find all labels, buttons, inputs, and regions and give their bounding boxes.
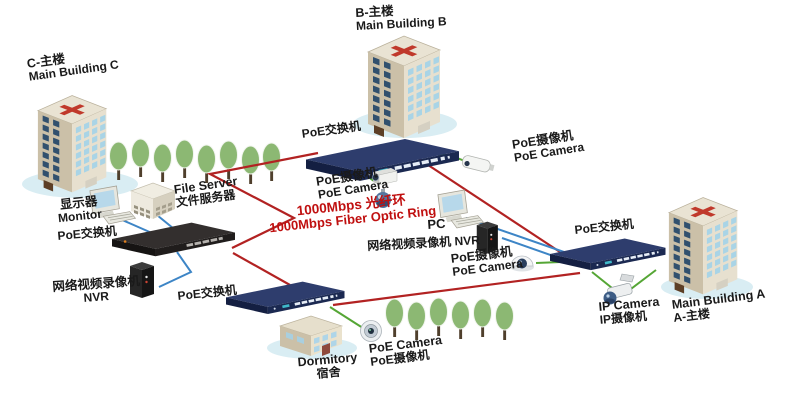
fiber-link-left-to-bottom [232, 252, 291, 286]
tree-icon [175, 139, 194, 179]
fiber-link-bottom-to-right [332, 271, 581, 307]
tree-icon [131, 138, 150, 178]
tree-icon [451, 300, 470, 340]
building-b-label: B-主楼 Main Building B [355, 1, 447, 33]
tree-icon [473, 298, 492, 338]
tree-icon [385, 298, 404, 338]
link-nvr-rightswitch [501, 237, 560, 259]
poe-switch-bottom-icon [226, 281, 345, 314]
poe-dome-camera-bottom-icon [360, 320, 382, 342]
fiber-link-top-to-left [206, 151, 319, 249]
tree-icon [153, 143, 172, 183]
poe-switch-right-icon [550, 238, 666, 271]
poe-bullet-camera-icon [460, 154, 496, 175]
link-rightswitch-ptz-1 [591, 271, 613, 289]
building-c-icon [37, 95, 107, 193]
ip-camera-label: IP Camera IP摄像机 [598, 295, 661, 328]
monitor-label: 显示器 Monitor [50, 193, 109, 226]
file-server-icon [130, 182, 176, 220]
building-a-icon [668, 197, 738, 295]
link-bottomswitch-domecam [329, 306, 367, 331]
tree-icon [495, 301, 514, 341]
link-leftswitch-nvr [158, 251, 193, 288]
fiber-link-right-to-top [418, 158, 561, 253]
tree-row-bottom [385, 297, 514, 341]
building-b-icon [367, 35, 441, 139]
tree-icon [429, 297, 448, 337]
fiber-ring-lines [206, 151, 581, 307]
poe-switch-left-icon [112, 222, 235, 257]
tree-row-top [109, 138, 281, 185]
